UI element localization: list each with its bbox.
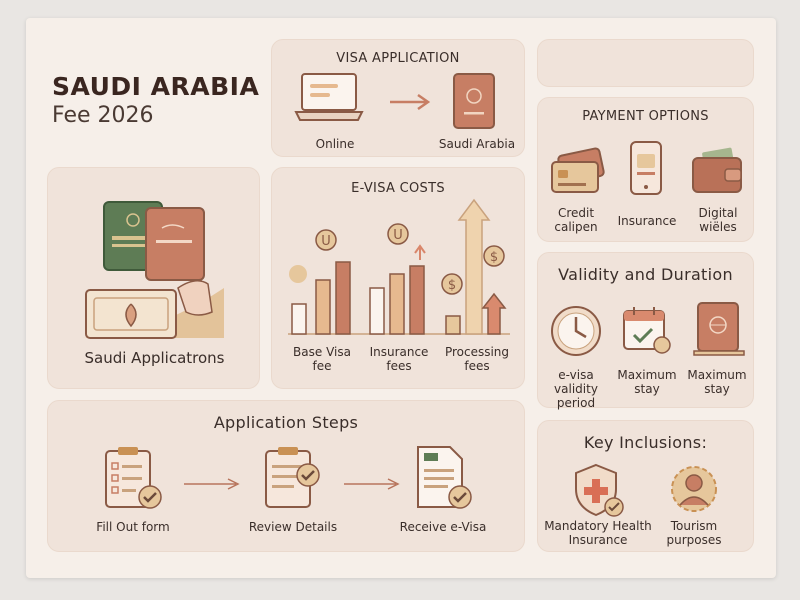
processing-fees-label: Processing fees (444, 345, 510, 373)
tourist-icon (671, 466, 717, 512)
saudi-applications-label: Saudi Applicatrons (84, 349, 225, 367)
payment-options-title: PAYMENT OPTIONS (582, 109, 709, 124)
application-steps-card: Application Steps Fill Out form Revi (47, 400, 525, 552)
arrow-right-icon (184, 478, 240, 490)
saudi-arabia-label: Saudi Arabia (438, 137, 516, 151)
clipboard-icon (105, 447, 162, 509)
passport-icon (453, 73, 495, 129)
arrow-right-icon (390, 93, 431, 111)
base-visa-fee-label: Base Visa fee (293, 345, 351, 373)
banknote-illustration (82, 280, 224, 339)
currency-symbol-3: $ (448, 278, 456, 293)
costs-chart-illustration: U U $ $ (288, 198, 510, 335)
fill-out-form-label: Fill Out form (96, 520, 170, 534)
maximum-stay-label-2: Maximum stay (687, 368, 747, 396)
phone-icon (630, 141, 662, 195)
visa-application-card: VISA APPLICATION Online Saudi Arabia (271, 39, 525, 157)
currency-symbol-2: U (393, 228, 403, 243)
mandatory-health-insurance-label: Mandatory Health Insurance (544, 519, 652, 547)
review-details-label: Review Details (248, 520, 338, 534)
receive-evisa-label: Receive e-Visa (399, 520, 487, 534)
passport-icon (693, 302, 745, 356)
currency-symbol-4: $ (490, 250, 498, 265)
tourism-purposes-label: Tourism purposes (666, 519, 722, 547)
visa-application-title: VISA APPLICATION (336, 51, 460, 66)
key-inclusions-card: Key Inclusions: Mandatory Health Insuran… (537, 420, 754, 552)
page-title: SAUDI ARABIA (52, 72, 260, 101)
digital-label: Digital wiëles (698, 206, 738, 234)
evisa-costs-card: E-VISA COSTS U U $ $ Base Visa fee Insur… (271, 167, 525, 389)
arrow-right-icon (344, 478, 400, 490)
insurance-label: Insurance (617, 214, 677, 228)
validity-title: Validity and Duration (558, 265, 733, 284)
application-steps-title: Application Steps (213, 413, 359, 432)
currency-symbol-1: U (321, 234, 331, 249)
page-subtitle: Fee 2026 (52, 103, 154, 128)
credit-label: Credit calipen (554, 206, 598, 234)
insurance-fees-label: Insurance fees (369, 345, 429, 373)
blank-card (537, 39, 754, 87)
key-inclusions-title: Key Inclusions: (583, 433, 708, 452)
calendar-icon (623, 307, 671, 354)
evisa-costs-title: E-VISA COSTS (351, 181, 445, 196)
saudi-applications-card: Saudi Applicatrons (47, 167, 260, 389)
maximum-stay-label-1: Maximum stay (617, 368, 677, 396)
evisa-validity-label: e-visa validity period (554, 368, 598, 410)
laptop-icon (294, 73, 364, 121)
wallet-icon (692, 147, 742, 193)
payment-options-card: PAYMENT OPTIONS Credit calipen Insurance… (537, 97, 754, 242)
clock-icon (551, 306, 601, 356)
shield-icon (575, 463, 624, 517)
passports-illustration (103, 201, 205, 281)
document-icon (417, 446, 472, 509)
online-label: Online (315, 137, 355, 151)
credit-card-icon (551, 147, 605, 193)
clipboard-check-icon (265, 447, 320, 508)
validity-card: Validity and Duration e-visa validity pe… (537, 252, 754, 410)
